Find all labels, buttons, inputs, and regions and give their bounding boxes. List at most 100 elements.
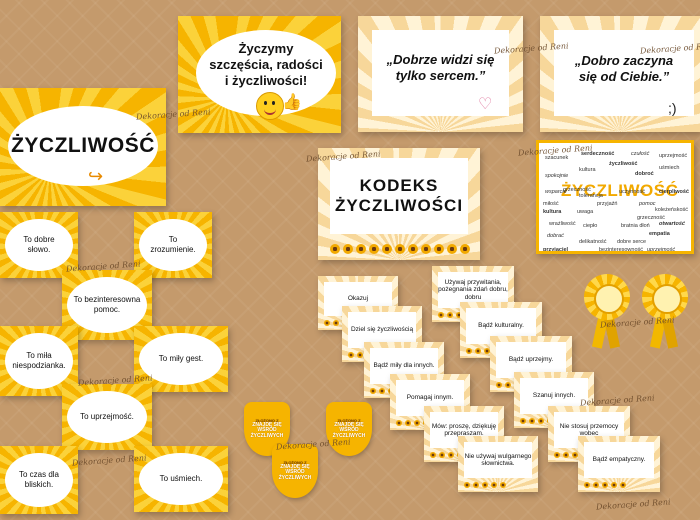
word-cloud-word: ciepło	[583, 223, 598, 229]
word-cloud-word: kultura	[543, 209, 562, 215]
quote-smile-text: „Dobro zaczyna się od Ciebie.”	[574, 52, 674, 84]
sunflower-border	[464, 482, 506, 490]
word-cloud-word: miłość	[543, 201, 559, 207]
word-cloud-word: koleżeńskość	[655, 207, 689, 213]
rule-text: Nie używaj wulgarnego słownictwa.	[464, 452, 532, 467]
rule-card: Nie używaj wulgarnego słownictwa.	[458, 436, 538, 492]
badge-text: WŚRÓD	[257, 427, 277, 434]
badge-text: WŚRÓD	[285, 469, 305, 476]
word-cloud-word: grzeczność	[563, 187, 591, 193]
phrase-oval: To uprzejmość.	[67, 391, 147, 443]
word-cloud-word: tolerancja	[579, 193, 603, 199]
word-cloud-word: przyjaciel	[543, 247, 569, 253]
word-cloud-word: wrażliwość	[549, 221, 576, 227]
rule-text: Szanuj innych.	[532, 392, 576, 400]
phrase-text: To miły gest.	[158, 354, 204, 363]
badge-text: ZŁOŻONO Z	[255, 417, 279, 423]
phrase-text: To uśmiech.	[159, 474, 203, 483]
badge-text: ZŁOŻONO Z	[337, 417, 361, 423]
word-cloud-word: uwaga	[577, 209, 594, 215]
phrase-oval: To dobre słowo.	[5, 219, 73, 271]
phrase-oval: To zrozumienie.	[139, 219, 207, 271]
quote-box-heart: „Dobrze widzi się tylko sercem.”	[372, 30, 509, 116]
word-cloud-word: czułość	[631, 151, 650, 157]
heart-icon: ♡	[478, 96, 493, 113]
badge-text: ZNAJDĘ SIĘ	[252, 421, 282, 428]
word-cloud-word: dobrać	[547, 233, 564, 239]
rule-text: Bądź empatyczny.	[592, 456, 646, 464]
main-title-card: ŻYCZLIWOŚĆ ↪	[0, 88, 166, 206]
word-cloud-word: kultura	[579, 167, 596, 173]
badge-text: WŚRÓD	[339, 427, 359, 434]
rule-text: Bądź miły dla innych.	[373, 362, 435, 370]
phrase-card: To zrozumienie.	[134, 212, 212, 278]
rule-text: Bądź uprzejmy.	[508, 356, 554, 364]
word-cloud-word: życzliwość	[609, 161, 638, 167]
phrase-text: To uprzejmość.	[80, 412, 134, 421]
phrase-card: To uprzejmość.	[62, 384, 152, 450]
badge-text: ŻYCZLIWYCH	[278, 474, 312, 481]
sunflower-border	[584, 482, 626, 490]
rosette-left	[582, 272, 632, 352]
word-cloud-word: grzeczność	[637, 215, 665, 221]
phrase-card: To uśmiech.	[134, 446, 228, 512]
phrase-oval: To czas dla bliskich.	[5, 453, 73, 507]
thumbs-up-smiley-icon	[256, 92, 284, 120]
kodeks-box: KODEKS ŻYCZLIWOŚCI	[330, 158, 468, 234]
badge-text: ZŁOŻONO Z	[283, 459, 307, 465]
phrase-card: To dobre słowo.	[0, 212, 78, 278]
wink-smile-icon: ;)	[668, 100, 677, 116]
wish-text: Życzymy szczęścia, radości i życzliwości…	[209, 40, 323, 89]
word-cloud-word: dobre serce	[617, 239, 647, 245]
quote-heart-text: „Dobrze widzi się tylko sercem.”	[386, 51, 495, 83]
phrase-text: To bezinteresowna pomoc.	[73, 295, 141, 314]
rule-text: Okazuj	[347, 295, 369, 303]
rosette-right	[640, 272, 690, 352]
word-cloud-word: bezinteresowność	[599, 247, 644, 253]
phrase-text: To czas dla bliskich.	[18, 470, 60, 489]
quote-card-heart: „Dobrze widzi się tylko sercem.” ♡	[358, 16, 523, 132]
phrase-card: To czas dla bliskich.	[0, 446, 78, 514]
rule-text: Bądź kulturalny.	[478, 322, 524, 330]
badge-text: ZNAJDĘ SIĘ	[334, 421, 364, 428]
word-cloud-title: ŻYCZLIWOŚĆ	[561, 181, 679, 200]
badge-text: ZNAJDĘ SIĘ	[280, 463, 310, 470]
word-cloud-word: otwartość	[659, 221, 685, 227]
word-cloud-card: ŻYCZLIWOŚĆ serdeczność czułość uprzejmość s…	[536, 140, 694, 254]
word-cloud-word: szacunek	[545, 155, 569, 161]
kodeks-line1: KODEKS	[359, 176, 439, 195]
quote-card-smile: „Dobro zaczyna się od Ciebie.” ;)	[540, 16, 700, 132]
rule-text: Dziel się życzliwością	[350, 326, 414, 334]
rule-box: Nie używaj wulgarnego słownictwa.	[464, 442, 532, 478]
phrase-text: To miła niespodzianka.	[12, 351, 66, 370]
rule-text: Pomagaj innym.	[406, 394, 454, 402]
main-title-oval: ŻYCZLIWOŚĆ	[8, 106, 158, 186]
rule-text: Nie stosuj przemocy wobec	[559, 422, 619, 437]
thumbs-up-icon: 👍	[282, 94, 302, 111]
phrase-oval: To bezinteresowna pomoc.	[67, 277, 147, 333]
kodeks-line2: ŻYCZLIWOŚCI	[334, 196, 464, 215]
wish-card: Życzymy szczęścia, radości i życzliwości…	[178, 16, 341, 133]
badge-text: ŻYCZLIWYCH	[250, 432, 284, 439]
rule-text: Mów: proszę, dziękuję przepraszam.	[431, 422, 497, 437]
phrase-text: To zrozumienie.	[150, 235, 196, 254]
kodeks-card: KODEKS ŻYCZLIWOŚCI	[318, 148, 480, 260]
rule-text: Używaj przywitania, pożegnania zdań dobr…	[438, 278, 508, 301]
curly-arrow-icon: ↪	[88, 166, 104, 186]
word-cloud-word: delikatność	[579, 239, 607, 245]
phrase-oval: To miła niespodzianka.	[5, 333, 73, 389]
phrase-text: To dobre słowo.	[23, 235, 55, 254]
rule-box: Bądź empatyczny.	[584, 442, 654, 478]
word-cloud-word: cierpliwość	[659, 189, 689, 195]
phrase-card: To miły gest.	[134, 326, 228, 392]
rule-card: Dziel się życzliwością	[342, 306, 422, 362]
word-cloud-word: serdeczność	[581, 151, 615, 157]
main-title: ŻYCZLIWOŚĆ	[11, 134, 155, 157]
badge-text: ŻYCZLIWYCH	[332, 432, 366, 439]
word-cloud-word: uprzejmość	[647, 247, 676, 253]
sunflower-border	[330, 244, 470, 256]
word-cloud-word: uczynność	[619, 189, 645, 195]
phrase-oval: To miły gest.	[139, 333, 223, 385]
